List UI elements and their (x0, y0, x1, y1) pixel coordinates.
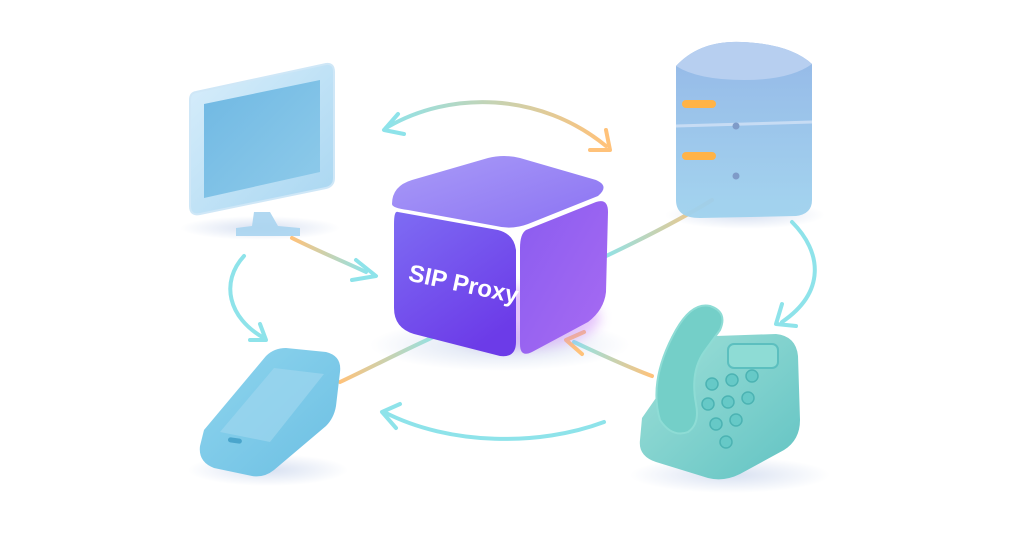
flow-desktop-mobile (228, 254, 268, 342)
flow-line (228, 254, 266, 340)
telephone-icon[interactable] (639, 304, 800, 480)
smartphone-button (227, 437, 242, 444)
telephone-display (727, 343, 779, 369)
server-led-top (682, 100, 716, 108)
monitor-icon[interactable] (189, 62, 335, 236)
link-line (572, 340, 654, 378)
server-led-bottom (682, 152, 716, 160)
proxy-cube-front (394, 211, 516, 357)
monitor-stand (236, 212, 300, 236)
arrow-head-icon (382, 112, 406, 136)
link-line (338, 332, 442, 384)
link-line (290, 236, 368, 274)
arrow-head-icon (380, 402, 402, 430)
monitor-screen (204, 80, 320, 198)
flow-server-deskphone (774, 220, 817, 328)
flow-deskphone-mobile (380, 402, 606, 441)
keypad-key (721, 395, 735, 409)
proxy-cube-side (520, 201, 608, 354)
arrow-head-icon (588, 128, 612, 152)
link-desktop-proxy (290, 236, 378, 282)
flow-desktop-server (382, 100, 612, 152)
proxy-cube-top (392, 156, 604, 228)
flow-line (780, 220, 817, 324)
server-divider (675, 120, 813, 128)
keypad-key (745, 369, 759, 383)
link-mobile-proxy (338, 332, 442, 384)
keypad-key (705, 377, 719, 391)
smartphone-icon[interactable] (199, 348, 341, 477)
server-top (676, 41, 812, 80)
keypad-key (719, 435, 733, 449)
flow-line (384, 100, 608, 148)
server-body (676, 41, 812, 218)
sip-proxy-node[interactable]: SIP Proxy (392, 156, 608, 357)
arrow-head-icon (248, 322, 268, 342)
arrow-head-icon (774, 302, 798, 328)
smartphone-screen (220, 368, 324, 442)
keypad-key (741, 391, 755, 405)
keypad-key (729, 413, 743, 427)
server-dot (732, 122, 740, 130)
keypad-key (701, 397, 715, 411)
keypad-key (709, 417, 723, 431)
keypad-key (725, 373, 739, 387)
arrow-head-icon (350, 258, 378, 282)
telephone-handset (655, 304, 724, 435)
telephone-keypad (701, 369, 759, 449)
server-icon[interactable] (675, 41, 813, 218)
server-dot (732, 172, 740, 180)
flow-line (382, 410, 606, 441)
